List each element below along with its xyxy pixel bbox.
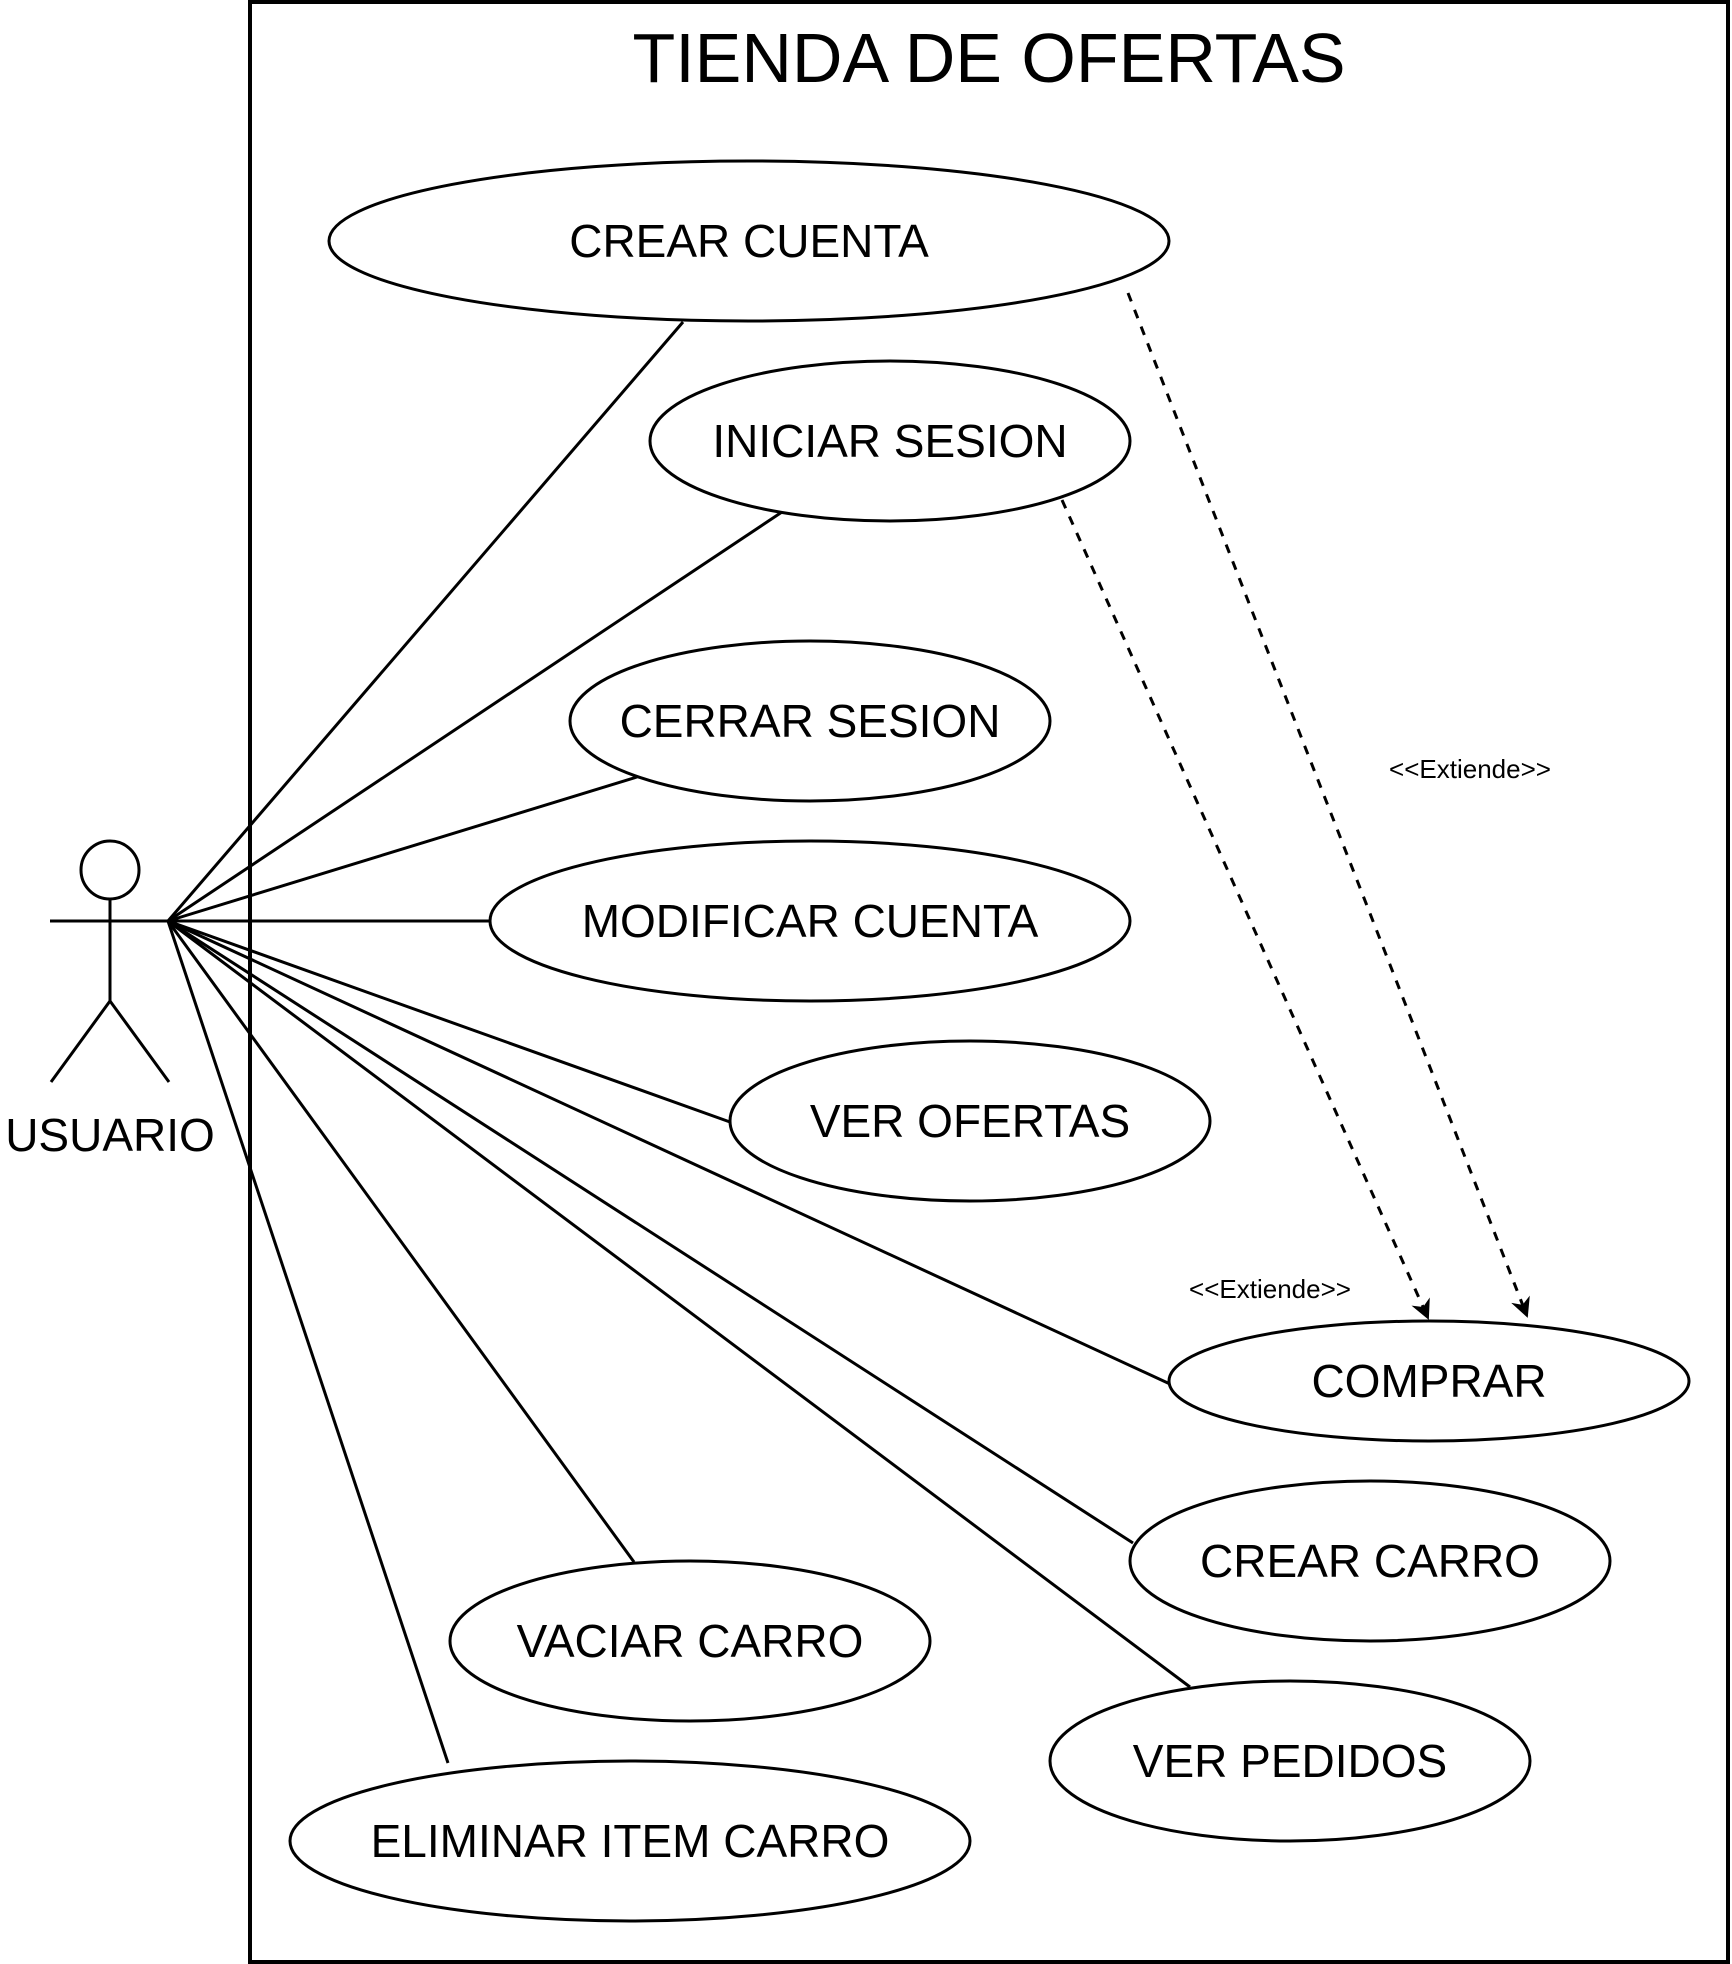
use-case-ellipse — [648, 359, 1132, 523]
actor-label: USUARIO — [5, 1109, 215, 1161]
use-case-label: CERRAR SESION — [620, 695, 1001, 747]
use-case-iniciar-sesion[interactable]: INICIAR SESION — [648, 359, 1132, 523]
actor-usuario: USUARIO — [5, 839, 215, 1161]
use-case-ellipse — [288, 1759, 972, 1923]
association-crear-cuenta — [166, 321, 685, 922]
association-ver-pedidos — [167, 919, 1191, 1689]
use-case-vaciar-carro[interactable]: VACIAR CARRO — [448, 1559, 932, 1723]
use-case-label: ELIMINAR ITEM CARRO — [371, 1815, 890, 1867]
actor-head — [79, 839, 141, 901]
use-case-ver-pedidos[interactable]: VER PEDIDOS — [1048, 1679, 1532, 1843]
associations — [166, 321, 1191, 1764]
association-eliminar-item-carro — [166, 920, 450, 1764]
use-case-ellipse — [568, 639, 1052, 803]
use-case-cerrar-sesion[interactable]: CERRAR SESION — [568, 639, 1052, 803]
association-iniciar-sesion — [167, 510, 783, 923]
actor-right-leg — [108, 1000, 171, 1083]
extend-label-iniciar-sesion: <<Extiende>> — [1189, 1274, 1351, 1304]
use-case-label: MODIFICAR CUENTA — [582, 895, 1039, 947]
use-case-label: INICIAR SESION — [712, 415, 1067, 467]
use-case-ellipse — [1048, 1679, 1532, 1843]
actor-left-leg — [49, 1000, 112, 1083]
use-case-ellipse — [488, 839, 1132, 1003]
association-ver-ofertas — [167, 919, 731, 1124]
use-case-crear-carro[interactable]: CREAR CARRO — [1128, 1479, 1612, 1643]
extend-arrow-crear-cuenta — [1126, 292, 1530, 1318]
use-case-label: CREAR CUENTA — [569, 215, 929, 267]
extend-relations: <<Extiende>> <<Extiende>> — [1060, 292, 1551, 1320]
use-case-eliminar-item-carro[interactable]: ELIMINAR ITEM CARRO — [288, 1759, 972, 1923]
association-cerrar-sesion — [167, 775, 638, 923]
use-case-modificar-cuenta[interactable]: MODIFICAR CUENTA — [488, 839, 1132, 1003]
extend-arrow-iniciar-sesion — [1060, 499, 1430, 1320]
use-case-label: CREAR CARRO — [1200, 1535, 1540, 1587]
use-case-ver-ofertas[interactable]: VER OFERTAS — [728, 1039, 1212, 1203]
association-crear-carro — [167, 919, 1134, 1545]
association-comprar — [167, 919, 1171, 1386]
use-case-label: VER PEDIDOS — [1133, 1735, 1447, 1787]
use-case-label: VACIAR CARRO — [517, 1615, 864, 1667]
use-case-label: COMPRAR — [1311, 1355, 1546, 1407]
system-title: TIENDA DE OFERTAS — [632, 19, 1345, 97]
use-case-ellipse — [1128, 1479, 1612, 1643]
use-case-ellipse — [1167, 1319, 1691, 1443]
association-vaciar-carro — [166, 920, 636, 1563]
use-case-crear-cuenta[interactable]: CREAR CUENTA — [327, 159, 1171, 323]
use-case-comprar[interactable]: COMPRAR — [1167, 1319, 1691, 1443]
use-case-ellipse — [728, 1039, 1212, 1203]
extend-label-crear-cuenta: <<Extiende>> — [1389, 754, 1551, 784]
use-case-label: VER OFERTAS — [810, 1095, 1130, 1147]
use-case-ellipse — [448, 1559, 932, 1723]
use-case-ellipse — [327, 159, 1171, 323]
